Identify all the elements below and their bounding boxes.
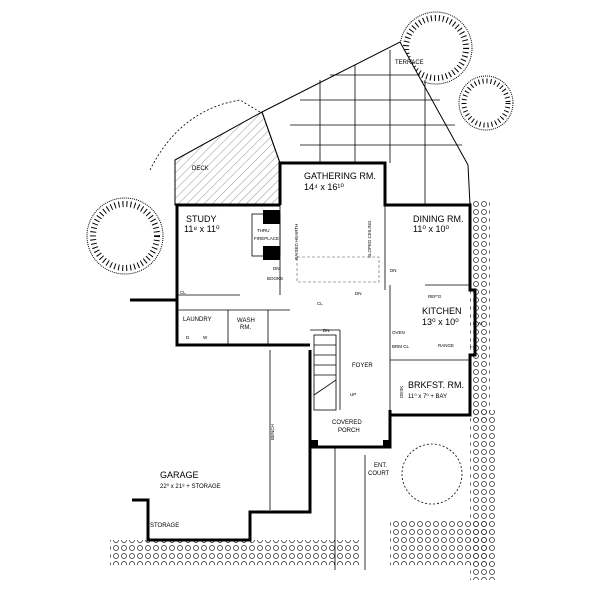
terrace-paving — [290, 50, 462, 205]
study-size: 11⁸ x 11⁰ — [184, 224, 220, 234]
oven-label: OVEN — [392, 330, 405, 335]
raised-hearth-label: RAISED HEARTH — [294, 224, 299, 260]
tree-icon — [458, 75, 514, 131]
gathering-room-label: GATHERING RM. — [304, 171, 376, 181]
range-label: RANGE — [438, 343, 454, 348]
refrigerator-label: REF'G — [428, 294, 442, 299]
desk-label: DESK — [399, 386, 404, 398]
stairs — [313, 334, 337, 411]
fireplace-label: THRU — [257, 228, 270, 233]
ent-court-label: COURT — [368, 471, 390, 477]
terrace-label: TERRACE — [395, 60, 424, 66]
broom-closet-label: BRM CL — [392, 344, 409, 349]
dryer-label: D — [186, 335, 190, 340]
deck — [174, 111, 281, 206]
fireplace-label: FIREPLACE — [254, 236, 279, 241]
lazy-susan-label: L.S. — [470, 343, 478, 348]
covered-porch-label: COVERED — [332, 420, 362, 426]
fireplace-block — [263, 210, 280, 224]
dishwasher-label: D.W. — [473, 321, 483, 326]
shrub-border — [110, 540, 360, 565]
washer-label: W — [203, 335, 208, 340]
closet-label: CL — [180, 290, 186, 295]
down-label: DN — [273, 266, 280, 271]
fireplace — [251, 213, 281, 257]
exterior-walls — [130, 161, 477, 542]
study-label: STUDY — [186, 214, 217, 224]
shrub-outline — [149, 99, 266, 171]
porch-post — [311, 440, 318, 447]
down-label: DN — [355, 291, 362, 296]
kitchen-size: 13⁰ x 10⁰ — [422, 317, 459, 327]
deck-label: DECK — [192, 166, 209, 172]
down-label: DN — [323, 328, 330, 333]
foyer-label: FOYER — [352, 363, 373, 369]
fireplace-block — [263, 246, 280, 260]
closet-label: CL — [317, 301, 323, 306]
laundry-label: LAUNDRY — [183, 317, 212, 323]
wash-room-label: RM. — [240, 325, 251, 331]
interior-walls — [177, 205, 470, 410]
gathering-room-size: 14⁴ x 16¹⁰ — [304, 182, 344, 192]
porch-post — [383, 440, 390, 447]
books-label: BOOKS — [267, 276, 283, 281]
court-tree-icon — [401, 443, 463, 505]
wash-room-label: WASH — [237, 318, 255, 324]
storage-label: STORAGE — [150, 523, 179, 529]
ent-court-label: ENT. — [374, 463, 387, 469]
tree-icon — [86, 197, 164, 275]
down-label: DN — [390, 268, 397, 273]
breakfast-room-label: BRKFST. RM. — [408, 380, 464, 390]
garage-label: GARAGE — [160, 470, 199, 480]
sunken-area — [296, 256, 380, 283]
breakfast-room-size: 11⁰ x 7⁰ + BAY — [408, 393, 447, 400]
garage-size: 22⁰ x 21⁸ + STORAGE — [160, 483, 221, 490]
kitchen-label: KITCHEN — [422, 306, 462, 316]
bench-label: BENCH — [270, 424, 275, 440]
up-label: UP — [350, 392, 356, 397]
covered-porch-label: PORCH — [338, 428, 360, 434]
shrub-border — [470, 200, 490, 420]
dining-room-size: 11⁰ x 10⁰ — [413, 224, 449, 234]
dining-room-label: DINING RM. — [413, 214, 464, 224]
sloped-ceiling-label: SLOPED CEILING — [367, 220, 372, 258]
shrub-border — [390, 520, 490, 565]
